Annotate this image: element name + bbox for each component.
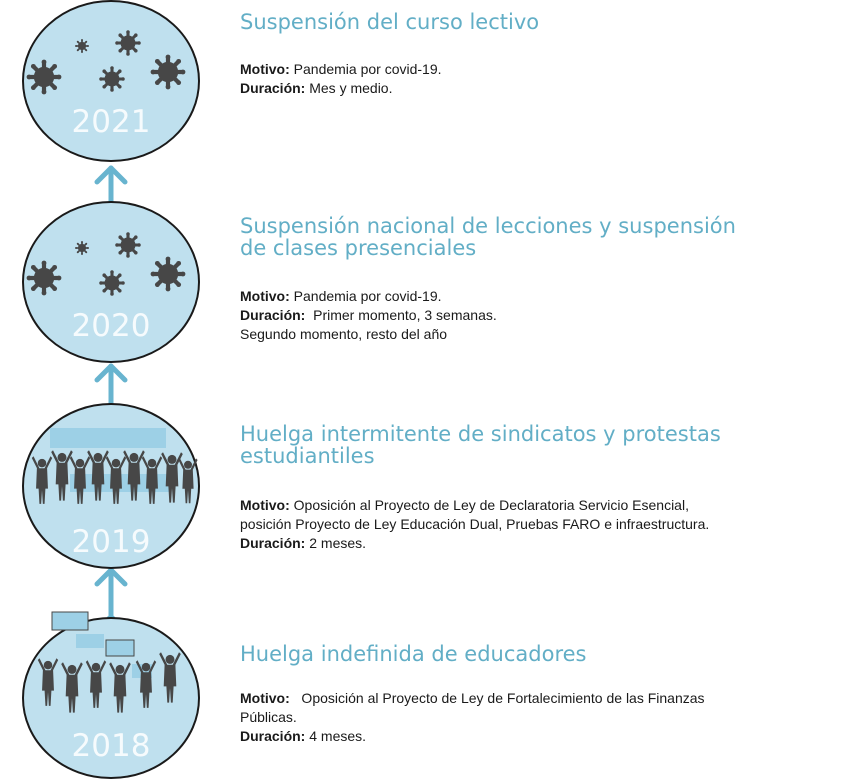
motivo-text-cont: posición Proyecto de Ley Educación Dual,… xyxy=(240,516,710,532)
duracion-text: Primer momento, 3 semanas. xyxy=(305,307,497,323)
duracion-text: 4 meses. xyxy=(305,728,367,744)
timeline-illustration: 2021 2020 2019 xyxy=(0,0,200,779)
event-title-line: Suspensión nacional de lecciones y suspe… xyxy=(240,214,736,238)
year-label: 2019 xyxy=(72,524,151,560)
motivo-text: Pandemia por covid-19. xyxy=(289,61,442,77)
event-details: Motivo: Oposición al Proyecto de Ley de … xyxy=(240,689,840,746)
year-label: 2020 xyxy=(72,308,151,344)
timeline-event-2018: Huelga indefinida de educadores Motivo: … xyxy=(240,643,840,746)
year-label: 2021 xyxy=(72,104,151,140)
event-details: Motivo: Pandemia por covid-19. Duración:… xyxy=(240,60,840,98)
duracion-text: 2 meses. xyxy=(305,535,367,551)
year-label: 2018 xyxy=(72,728,151,764)
protest-crowd-icon xyxy=(31,428,198,504)
duracion-label: Duración: xyxy=(240,535,306,551)
motivo-text: Oposición al Proyecto de Ley de Declarat… xyxy=(289,497,689,513)
year-badge-2021: 2021 xyxy=(23,0,200,162)
event-title-line: de clases presenciales xyxy=(240,236,477,260)
duracion-label: Duración: xyxy=(240,80,306,96)
year-badge-2019: 2019 xyxy=(22,403,200,569)
motivo-label: Motivo: xyxy=(240,288,290,304)
motivo-label: Motivo: xyxy=(240,497,290,513)
duracion-text: Mes y medio. xyxy=(305,80,393,96)
protest-crowd-icon xyxy=(37,611,181,713)
event-title: Huelga intermitente de sindicatos y prot… xyxy=(240,423,840,467)
timeline-event-2019: Huelga intermitente de sindicatos y prot… xyxy=(240,423,840,553)
event-title-line: Huelga intermitente de sindicatos y prot… xyxy=(240,422,721,446)
motivo-text: Pandemia por covid-19. xyxy=(289,288,442,304)
motivo-label: Motivo: xyxy=(240,690,290,706)
motivo-label: Motivo: xyxy=(240,61,290,77)
timeline-event-2021: Suspensión del curso lectivo Motivo: Pan… xyxy=(240,11,840,98)
event-title: Suspensión del curso lectivo xyxy=(240,10,540,34)
duracion-label: Duración: xyxy=(240,728,306,744)
event-title: Suspensión nacional de lecciones y suspe… xyxy=(240,215,840,259)
duracion-extra: Segundo momento, resto del año xyxy=(240,326,448,342)
duracion-label: Duración: xyxy=(240,307,306,323)
year-badge-2020: 2020 xyxy=(23,201,200,363)
event-details: Motivo: Pandemia por covid-19. Duración:… xyxy=(240,287,840,344)
event-title-line: estudiantiles xyxy=(240,444,375,468)
timeline-event-2020: Suspensión nacional de lecciones y suspe… xyxy=(240,215,840,344)
event-details: Motivo: Oposición al Proyecto de Ley de … xyxy=(240,496,840,553)
event-title: Huelga indefinida de educadores xyxy=(240,642,587,666)
motivo-text-cont: Públicas. xyxy=(240,709,297,725)
year-badge-2018: 2018 xyxy=(22,611,200,779)
motivo-text: Oposición al Proyecto de Ley de Fortalec… xyxy=(289,690,705,706)
